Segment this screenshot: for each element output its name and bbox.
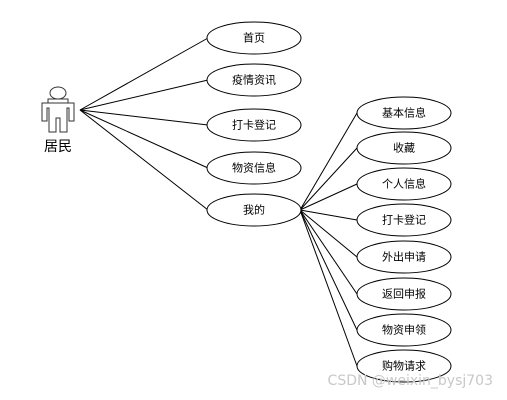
use-case-label: 基本信息 — [382, 106, 426, 120]
assoc-mine-shopping-request — [299, 209, 358, 367]
use-case-mine: 我的 — [206, 193, 302, 227]
use-case-label: 物资申领 — [382, 323, 426, 337]
watermark-text: CSDN @weixin_bysj703 — [328, 373, 493, 389]
use-case-outing-request: 外出申请 — [356, 240, 452, 274]
person-icon — [41, 86, 75, 133]
assoc-actor-epidemic-news — [79, 79, 209, 111]
use-case-supplies-claim: 物资申领 — [356, 313, 452, 347]
assoc-actor-home — [79, 37, 209, 111]
use-case-label: 打卡登记 — [382, 213, 426, 227]
use-case-personal-info: 个人信息 — [356, 167, 452, 201]
use-case-label: 返回申报 — [382, 287, 426, 301]
assoc-mine-supplies-claim — [299, 209, 358, 331]
use-case-label: 物资信息 — [232, 161, 276, 175]
use-case-label: 疫情资讯 — [232, 73, 276, 87]
actor-label: 居民 — [44, 139, 72, 155]
assoc-actor-checkin — [79, 109, 209, 126]
use-case-label: 购物请求 — [382, 359, 426, 373]
assoc-actor-supplies-info — [79, 109, 209, 169]
use-case-label: 收藏 — [393, 141, 415, 155]
use-case-supplies-info: 物资信息 — [206, 151, 302, 185]
use-case-favorites: 收藏 — [356, 131, 452, 165]
use-case-label: 我的 — [243, 203, 265, 217]
assoc-mine-basic-info — [299, 112, 358, 211]
assoc-actor-mine — [79, 109, 209, 211]
use-case-label: 外出申请 — [382, 250, 426, 264]
use-case-label: 打卡登记 — [232, 118, 276, 132]
assoc-mine-personal-info — [299, 183, 358, 211]
use-case-return-report: 返回申报 — [356, 277, 452, 311]
use-case-label: 个人信息 — [382, 177, 426, 191]
use-case-home: 首页 — [206, 21, 302, 55]
use-case-label: 首页 — [243, 31, 265, 45]
assoc-mine-checkin — [299, 209, 358, 221]
use-case-checkin: 打卡登记 — [206, 108, 302, 142]
use-case-basic-info: 基本信息 — [356, 96, 452, 130]
use-case-shopping-request: 购物请求 — [356, 349, 452, 383]
use-case-epidemic-news: 疫情资讯 — [206, 63, 302, 97]
assoc-mine-return-report — [299, 209, 358, 295]
assoc-mine-outing-request — [299, 209, 358, 258]
use-case-checkin-sub: 打卡登记 — [356, 203, 452, 237]
assoc-mine-favorites — [299, 147, 358, 211]
